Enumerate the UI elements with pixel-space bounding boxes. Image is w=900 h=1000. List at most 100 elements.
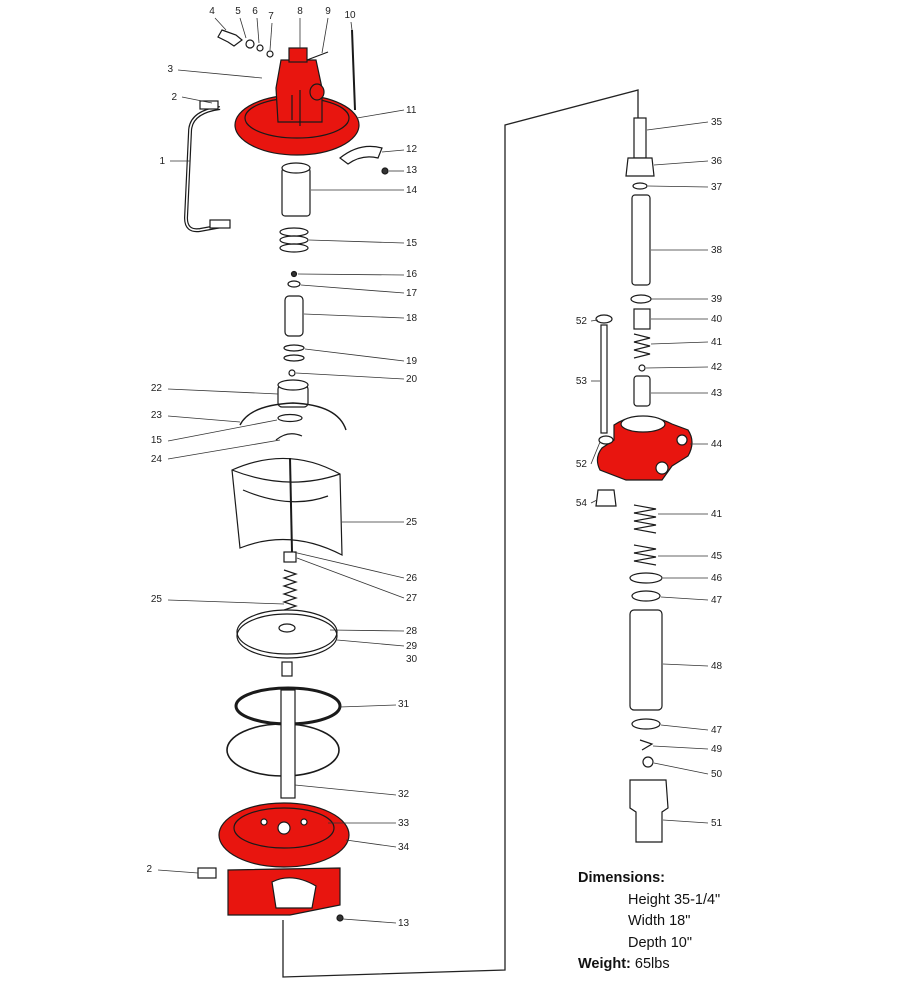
callout-43: 43 bbox=[711, 388, 723, 399]
part-7-o-ring bbox=[266, 50, 274, 58]
callout-37: 37 bbox=[711, 182, 723, 193]
part-18-spool bbox=[284, 295, 304, 337]
leader-line-12 bbox=[381, 149, 405, 153]
part-15-o-ring-b bbox=[279, 235, 309, 245]
part-5-nut bbox=[245, 39, 255, 49]
part-17-washer bbox=[287, 280, 301, 288]
part-30-spacer bbox=[281, 661, 293, 677]
callout-41: 41 bbox=[711, 509, 723, 520]
part-13-screw-base bbox=[336, 914, 344, 922]
callout-41: 41 bbox=[711, 337, 723, 348]
callout-10: 10 bbox=[344, 10, 356, 21]
part-4-fitting bbox=[217, 29, 243, 47]
leader-line-27 bbox=[296, 557, 405, 599]
callout-23: 23 bbox=[151, 410, 163, 421]
part-35-bolt bbox=[633, 117, 647, 159]
part-15-o-ring-lower bbox=[277, 413, 303, 423]
leader-line-17 bbox=[300, 284, 405, 294]
callout-49: 49 bbox=[711, 744, 723, 755]
part-41-spring-upper bbox=[633, 333, 651, 359]
part-20-ball bbox=[288, 369, 296, 377]
dimensions-heading: Dimensions: bbox=[578, 870, 666, 886]
leader-line-22 bbox=[167, 388, 279, 395]
part-40-cage bbox=[633, 308, 651, 330]
leader-line-23 bbox=[167, 415, 241, 423]
callout-27: 27 bbox=[406, 593, 418, 604]
part-37-washer bbox=[632, 182, 648, 190]
leader-line-28 bbox=[329, 629, 405, 632]
leader-line-47 bbox=[660, 724, 709, 731]
height-spec: Height 35-1/4" bbox=[628, 891, 721, 908]
part-25-cup bbox=[231, 457, 343, 557]
part-50-ball bbox=[642, 756, 654, 768]
leader-line-6 bbox=[256, 17, 260, 44]
part-26-rod bbox=[289, 457, 293, 553]
leader-line-3 bbox=[177, 69, 263, 79]
callout-30: 30 bbox=[406, 654, 418, 665]
leader-line-11 bbox=[356, 109, 405, 119]
leader-line-16 bbox=[297, 273, 405, 276]
callout-16: 16 bbox=[406, 269, 418, 280]
part-45-spring bbox=[633, 544, 657, 566]
part-10-rod bbox=[351, 29, 356, 111]
callout-18: 18 bbox=[406, 313, 418, 324]
callout-31: 31 bbox=[398, 699, 410, 710]
callout-47: 47 bbox=[711, 595, 723, 606]
callout-12: 12 bbox=[406, 144, 418, 155]
callout-53: 53 bbox=[576, 376, 588, 387]
part-6-washer bbox=[256, 44, 264, 52]
callout-51: 51 bbox=[711, 818, 723, 829]
callout-2: 2 bbox=[171, 92, 177, 103]
part-8-valve-top bbox=[288, 47, 308, 63]
callout-13: 13 bbox=[406, 165, 418, 176]
callout-38: 38 bbox=[711, 245, 723, 256]
callout-2: 2 bbox=[146, 864, 152, 875]
part-42-ball bbox=[638, 364, 646, 372]
leader-line-24 bbox=[167, 439, 281, 460]
leader-line-4 bbox=[214, 17, 227, 31]
callout-36: 36 bbox=[711, 156, 723, 167]
leader-line-41 bbox=[650, 341, 709, 345]
part-54-nut bbox=[595, 489, 617, 507]
callout-25: 25 bbox=[406, 517, 418, 528]
part-39-ring bbox=[630, 294, 652, 304]
callout-52: 52 bbox=[576, 459, 588, 470]
callout-42: 42 bbox=[711, 362, 723, 373]
callout-7: 7 bbox=[268, 11, 274, 22]
callout-9: 9 bbox=[325, 6, 331, 17]
leader-line-9 bbox=[321, 17, 329, 54]
callout-46: 46 bbox=[711, 573, 723, 584]
part-2-fitting-base bbox=[197, 867, 217, 879]
leader-line-42 bbox=[645, 366, 709, 369]
part-2-fitting-top bbox=[199, 100, 219, 110]
specifications-block: Dimensions: Height 35-1/4" Width 18" Dep… bbox=[578, 868, 798, 976]
part-32-shaft bbox=[280, 689, 296, 799]
part-15-o-ring-a bbox=[279, 227, 309, 237]
leader-line-52 bbox=[590, 319, 599, 322]
callout-14: 14 bbox=[406, 185, 418, 196]
callout-6: 6 bbox=[252, 6, 258, 17]
callout-48: 48 bbox=[711, 661, 723, 672]
leader-line-31 bbox=[339, 704, 397, 708]
part-36-nut bbox=[625, 157, 655, 177]
callout-39: 39 bbox=[711, 294, 723, 305]
callout-32: 32 bbox=[398, 789, 410, 800]
leader-line-48 bbox=[662, 663, 709, 667]
callout-22: 22 bbox=[151, 383, 163, 394]
leader-line-5 bbox=[239, 17, 247, 39]
callout-20: 20 bbox=[406, 374, 418, 385]
callout-44: 44 bbox=[711, 439, 723, 450]
part-29-diaphragm bbox=[236, 613, 338, 659]
part-16-ball bbox=[290, 270, 298, 278]
leader-line-52 bbox=[590, 441, 601, 465]
part-27-nut bbox=[283, 551, 297, 563]
callout-15: 15 bbox=[406, 238, 418, 249]
callout-24: 24 bbox=[151, 454, 163, 465]
part-51-foot-valve bbox=[629, 779, 669, 843]
leader-line-49 bbox=[652, 745, 709, 750]
callout-17: 17 bbox=[406, 288, 418, 299]
leader-line-19 bbox=[304, 348, 405, 362]
leader-line-7 bbox=[269, 22, 273, 51]
callout-29: 29 bbox=[406, 641, 418, 652]
part-47-o-ring-upper bbox=[631, 590, 661, 602]
